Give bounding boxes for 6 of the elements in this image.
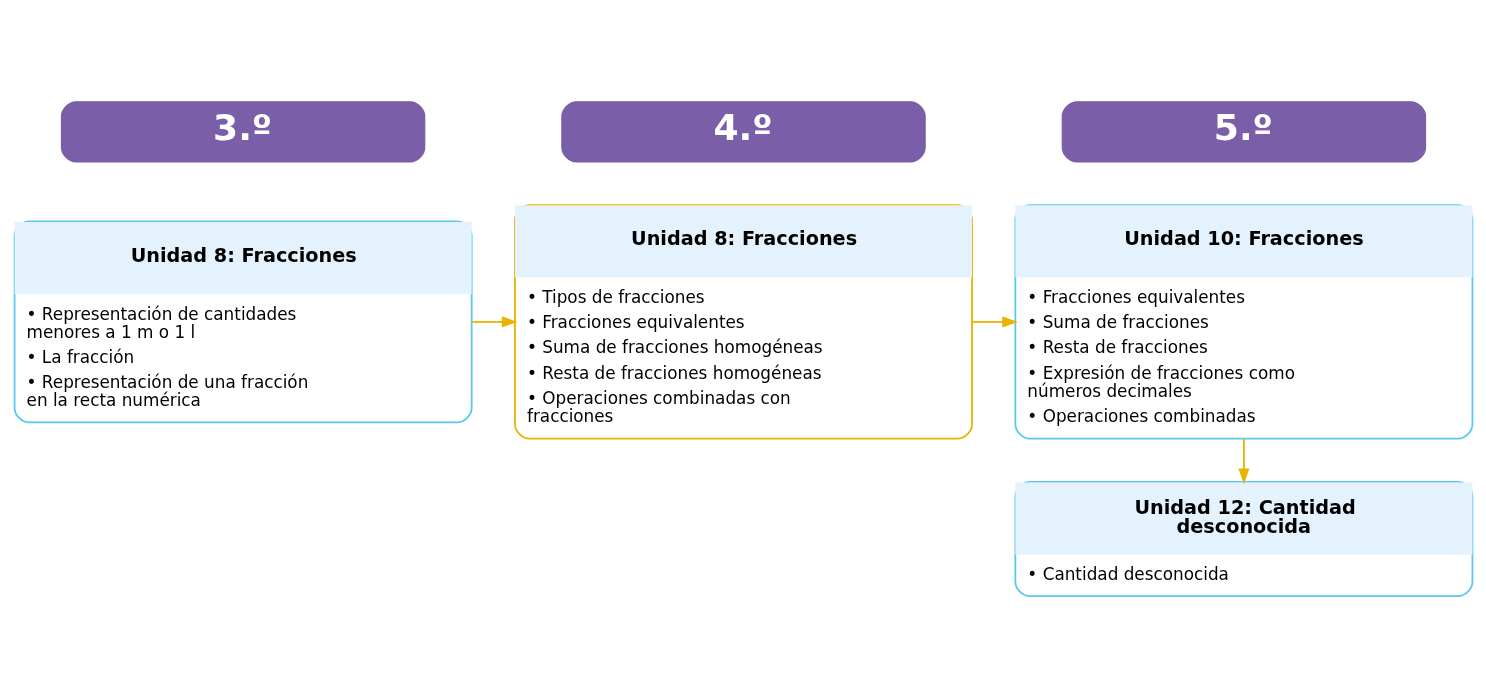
node-box: 5.º [1061, 101, 1426, 163]
arrow [470, 316, 517, 328]
node-box: 3.º [60, 101, 425, 163]
arrow [1237, 437, 1249, 485]
node-box: 4.º [560, 101, 926, 163]
arrow [970, 316, 1018, 328]
